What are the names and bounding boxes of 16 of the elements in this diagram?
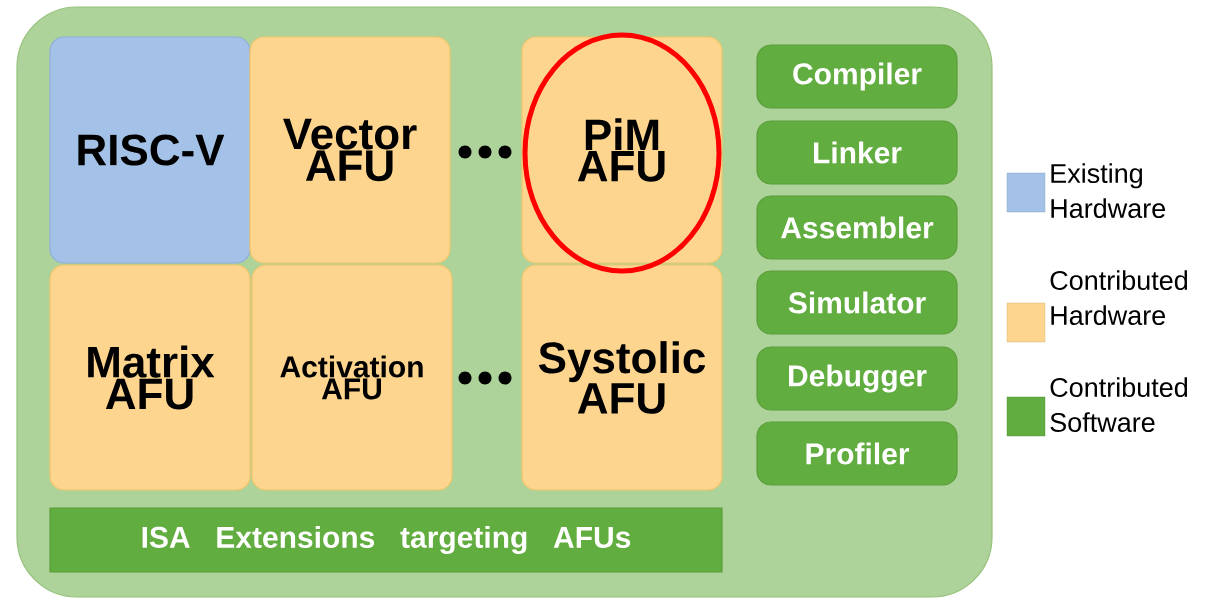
hardware-box: RISC-V	[49, 36, 251, 264]
legend-text: Existing Hardware	[1051, 163, 1165, 218]
legend-text: Contributed Hardware	[1050, 270, 1188, 325]
software-box: Debugger	[756, 346, 958, 411]
software-bar: ISA Extensions targeting AFUs	[49, 507, 723, 573]
software-box: Profiler	[756, 421, 958, 486]
software-box: Linker	[756, 120, 958, 185]
software-box: Compiler	[756, 44, 958, 109]
hardware-box: Matrix AFU	[49, 264, 251, 491]
legend-text: Contributed Software	[1050, 377, 1188, 432]
hardware-box: PiM AFU	[521, 36, 723, 264]
hardware-box: Systolic AFU	[521, 264, 723, 491]
software-box: Simulator	[756, 270, 958, 335]
software-box: Assembler	[756, 195, 958, 260]
hardware-box: Vector AFU	[249, 36, 451, 264]
hardware-box: Activation AFU	[251, 264, 453, 491]
